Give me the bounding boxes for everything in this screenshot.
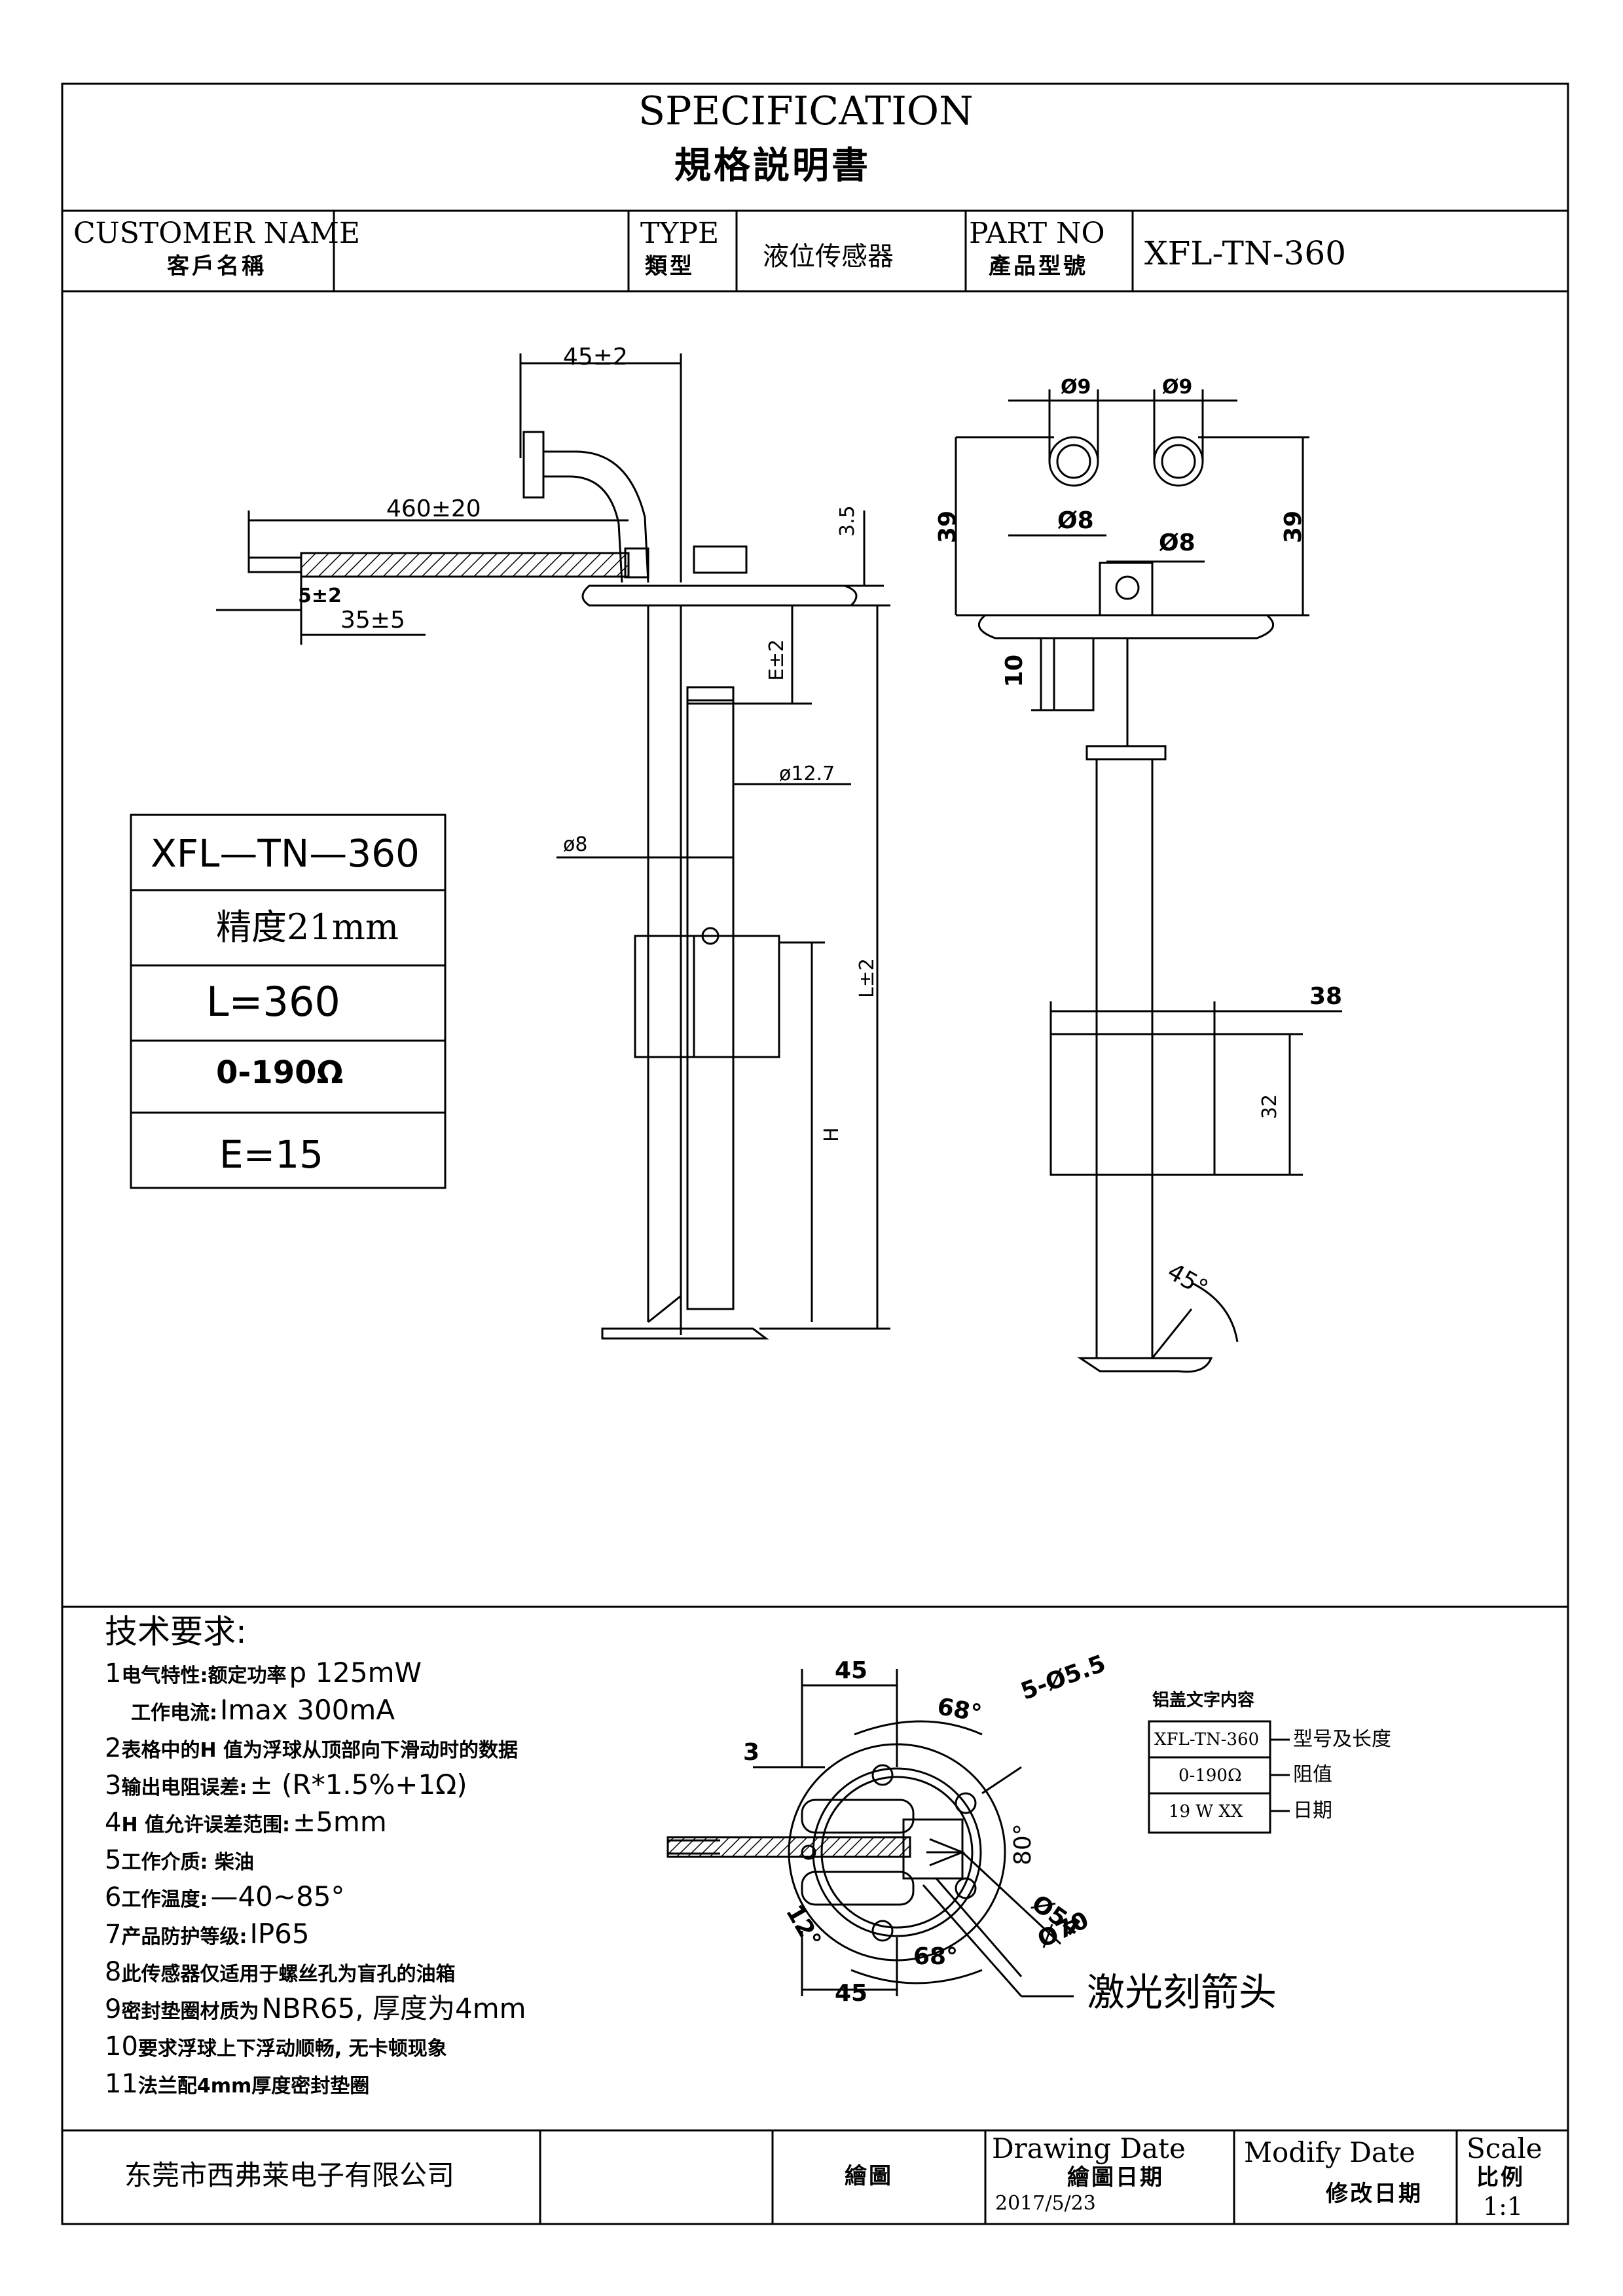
spec-length: L=360 (206, 978, 340, 1026)
requirement-label: 产品防护等级: (121, 1926, 247, 1948)
requirement-number: 3 (105, 1770, 122, 1801)
dim-38: 38 (1309, 983, 1343, 1010)
requirement-item: 3输出电阻误差:± (R*1.5%+1Ω) (105, 1771, 467, 1799)
customer-label-cn: 客戶名稱 (167, 253, 266, 279)
spec-e: E=15 (219, 1132, 324, 1177)
type-label-cn: 類型 (645, 253, 695, 279)
nameplate-title: 铝盖文字内容 (1152, 1691, 1255, 1710)
flange-dim-80: 80° (1010, 1823, 1036, 1865)
dim-8b: Ø8 (1159, 529, 1195, 556)
requirements-heading: 技术要求: (105, 1613, 247, 1651)
requirement-value: —40~85° (210, 1880, 345, 1912)
title-en: SPECIFICATION (638, 88, 974, 134)
requirement-label: 法兰配4mm厚度密封垫圈 (137, 2075, 370, 2098)
flange-dim-68-bot: 68° (913, 1943, 958, 1970)
spec-model: XFL—TN—360 (151, 831, 420, 876)
requirement-label: H 值允许误差范围: (121, 1814, 291, 1837)
requirement-value: IP65 (249, 1918, 310, 1950)
title-cn: 規格説明書 (674, 144, 871, 187)
requirement-number: 7 (105, 1920, 122, 1950)
type-label-en: TYPE (640, 217, 720, 250)
scale-en: Scale (1467, 2132, 1542, 2164)
drawing-date-en: Drawing Date (992, 2132, 1186, 2164)
spec-precision: 精度21mm (216, 906, 399, 948)
requirement-number: 2 (105, 1733, 122, 1763)
requirement-label: 要求浮球上下浮动顺畅, 无卡顿现象 (137, 2037, 447, 2060)
dim-5: 5±2 (298, 584, 342, 607)
requirement-number: 11 (105, 2069, 138, 2099)
laser-arrow-label: 激光刻箭头 (1087, 1970, 1277, 2015)
drawing-date-value: 2017/5/23 (995, 2192, 1096, 2215)
modify-date-cn: 修改日期 (1326, 2181, 1423, 2207)
part-label-en: PART NO (969, 217, 1105, 250)
part-label-cn: 產品型號 (989, 253, 1088, 279)
requirement-item: 10要求浮球上下浮动顺畅, 无卡顿现象 (105, 2032, 450, 2060)
requirement-item: 7产品防护等级:IP65 (105, 1920, 310, 1948)
scale-cn: 比例 (1476, 2164, 1525, 2191)
nameplate-label-resistance: 阻值 (1293, 1763, 1332, 1786)
nameplate-label-model: 型号及长度 (1293, 1728, 1391, 1751)
requirement-item: 1电气特性:额定功率p 125mW (105, 1659, 422, 1687)
requirement-value: ±5mm (293, 1806, 387, 1838)
spec-resistance: 0-190Ω (216, 1054, 344, 1091)
requirement-number: 4 (105, 1808, 122, 1838)
flange-dim-3: 3 (743, 1739, 760, 1766)
flange-dim-45-top: 45 (835, 1657, 868, 1684)
company-name: 东莞市西弗莱电子有限公司 (124, 2159, 455, 2191)
nameplate-line-resistance: 0-190Ω (1178, 1766, 1242, 1785)
requirement-value: p 125mW (289, 1657, 422, 1689)
requirement-item: 工作电流:Imax 300mA (105, 1696, 395, 1724)
requirement-label: 工作介质: 柴油 (121, 1851, 254, 1874)
drawing-date-cn: 繪圖日期 (1067, 2164, 1164, 2191)
requirement-item: 5工作介质: 柴油 (105, 1846, 257, 1873)
requirement-item: 11法兰配4mm厚度密封垫圈 (105, 2070, 372, 2097)
dim-35: 35±5 (340, 607, 405, 634)
customer-label-en: CUSTOMER NAME (73, 217, 361, 250)
requirement-label: 输出电阻误差: (121, 1776, 247, 1799)
scale-value: 1:1 (1483, 2192, 1523, 2221)
requirement-value: NBR65, 厚度为4mm (261, 1992, 526, 2024)
requirement-label: 工作电流: (131, 1702, 217, 1725)
requirement-label: 此传感器仅适用于螺丝孔为盲孔的油箱 (121, 1963, 456, 1986)
nameplate-line-date: 19 W XX (1169, 1802, 1243, 1821)
nameplate-label-date: 日期 (1293, 1799, 1332, 1822)
modify-date-en: Modify Date (1244, 2136, 1415, 2168)
requirement-label: 电气特性:额定功率 (121, 1664, 287, 1687)
dim-460: 460±20 (386, 495, 481, 522)
dim-12-7: ø12.7 (779, 762, 835, 785)
requirement-item: 8此传感器仅适用于螺丝孔为盲孔的油箱 (105, 1958, 458, 1985)
requirement-item: 4H 值允许误差范围:±5mm (105, 1806, 387, 1838)
dim-9a: Ø9 (1061, 376, 1091, 399)
dim-8a: Ø8 (1057, 507, 1094, 534)
flange-dim-45-bot: 45 (835, 1980, 868, 2007)
requirement-value: Imax 300mA (220, 1694, 395, 1726)
requirement-item: 2表格中的H 值为浮球从顶部向下滑动时的数据 (105, 1734, 520, 1761)
requirement-number: 8 (105, 1957, 122, 1987)
dim-9b: Ø9 (1162, 376, 1193, 399)
draw-label: 繪圖 (845, 2163, 893, 2189)
requirement-label: 密封垫圈材质为 (121, 2000, 259, 2023)
requirement-item: 6工作温度:—40~85° (105, 1880, 345, 1912)
requirement-item: 9密封垫圈材质为NBR65, 厚度为4mm (105, 1992, 526, 2024)
requirement-number: 10 (105, 2032, 138, 2062)
requirement-number: 9 (105, 1994, 122, 2024)
requirement-value: ± (R*1.5%+1Ω) (249, 1768, 467, 1801)
requirement-label: 表格中的H 值为浮球从顶部向下滑动时的数据 (121, 1739, 519, 1762)
requirement-number: 1 (105, 1659, 122, 1689)
type-value: 液位传感器 (763, 242, 894, 272)
requirement-number: 5 (105, 1845, 122, 1875)
dim-8: ø8 (563, 833, 588, 856)
part-value: XFL-TN-360 (1144, 234, 1347, 272)
requirement-label: 工作温度: (121, 1888, 208, 1911)
requirement-number: 6 (105, 1882, 122, 1912)
dim-45: 45±2 (563, 344, 628, 370)
nameplate-line-model: XFL-TN-360 (1154, 1730, 1260, 1749)
